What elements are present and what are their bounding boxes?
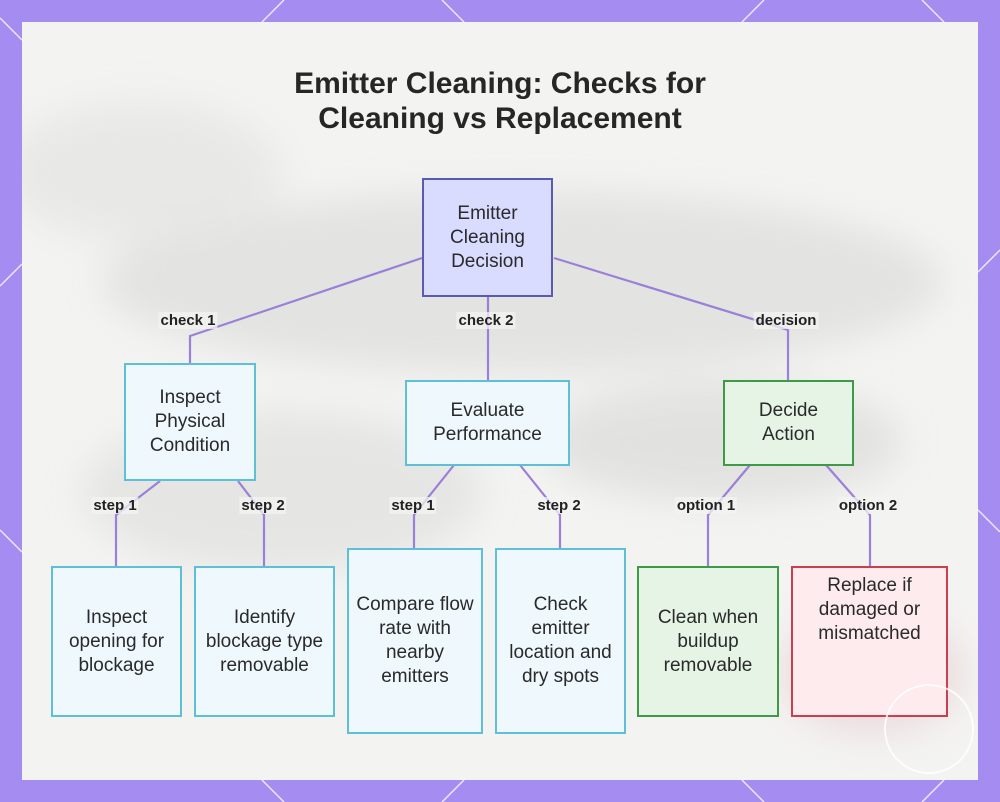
node-root-label: Emitter Cleaning Decision: [450, 202, 525, 272]
node-root: Emitter Cleaning Decision: [422, 178, 553, 297]
edge-perf-step1: [412, 464, 455, 548]
edge-label-check1: check 1: [158, 312, 218, 329]
node-compare-flow: Compare flow rate with nearby emitters: [347, 548, 483, 734]
node-inspect-opening-label: Inspect opening for blockage: [68, 606, 165, 676]
edge-label-decision: decision: [753, 312, 819, 329]
node-check-location-label: Check emitter location and dry spots: [509, 594, 612, 687]
node-identify-blockage: Identify blockage type removable: [194, 566, 335, 717]
node-compare-flow-label: Compare flow rate with nearby emitters: [356, 594, 474, 687]
edge-root-decide: [553, 256, 790, 380]
node-clean-label: Clean when buildup removable: [657, 606, 759, 676]
edge-label-option2: option 2: [836, 497, 900, 514]
node-inspect-opening: Inspect opening for blockage: [51, 566, 182, 717]
edge-option2: [825, 464, 872, 566]
edge-label-perf-step1: step 1: [389, 497, 437, 514]
edge-perf-step2: [519, 464, 562, 548]
edge-root-inspect: [188, 256, 423, 364]
node-identify-blockage-label: Identify blockage type removable: [205, 606, 324, 676]
node-clean: Clean when buildup removable: [637, 566, 779, 717]
node-evaluate-performance-label: Evaluate Performance: [433, 400, 542, 445]
edge-label-phys-step2: step 2: [239, 497, 287, 514]
node-inspect-physical: Inspect Physical Condition: [124, 363, 256, 481]
watermark-badge: [884, 684, 974, 774]
node-check-location: Check emitter location and dry spots: [495, 548, 626, 734]
edge-phys-step2: [237, 480, 266, 566]
node-decide-action: Decide Action: [723, 380, 854, 466]
edge-label-option1: option 1: [674, 497, 738, 514]
edge-phys-step1: [114, 480, 161, 566]
title-line-1: Emitter Cleaning: Checks for: [294, 67, 706, 100]
diagram-title: Emitter Cleaning: Checks for Cleaning vs…: [0, 66, 1000, 136]
edge-label-check2: check 2: [456, 312, 516, 329]
node-replace-label: Replace if damaged or mismatched: [818, 575, 921, 644]
edge-option1: [706, 464, 751, 566]
node-decide-action-label: Decide Action: [758, 400, 819, 445]
edge-label-perf-step2: step 2: [535, 497, 583, 514]
edge-label-phys-step1: step 1: [91, 497, 139, 514]
title-line-2: Cleaning vs Replacement: [318, 102, 682, 135]
node-evaluate-performance: Evaluate Performance: [405, 380, 570, 466]
node-inspect-physical-label: Inspect Physical Condition: [149, 387, 231, 456]
